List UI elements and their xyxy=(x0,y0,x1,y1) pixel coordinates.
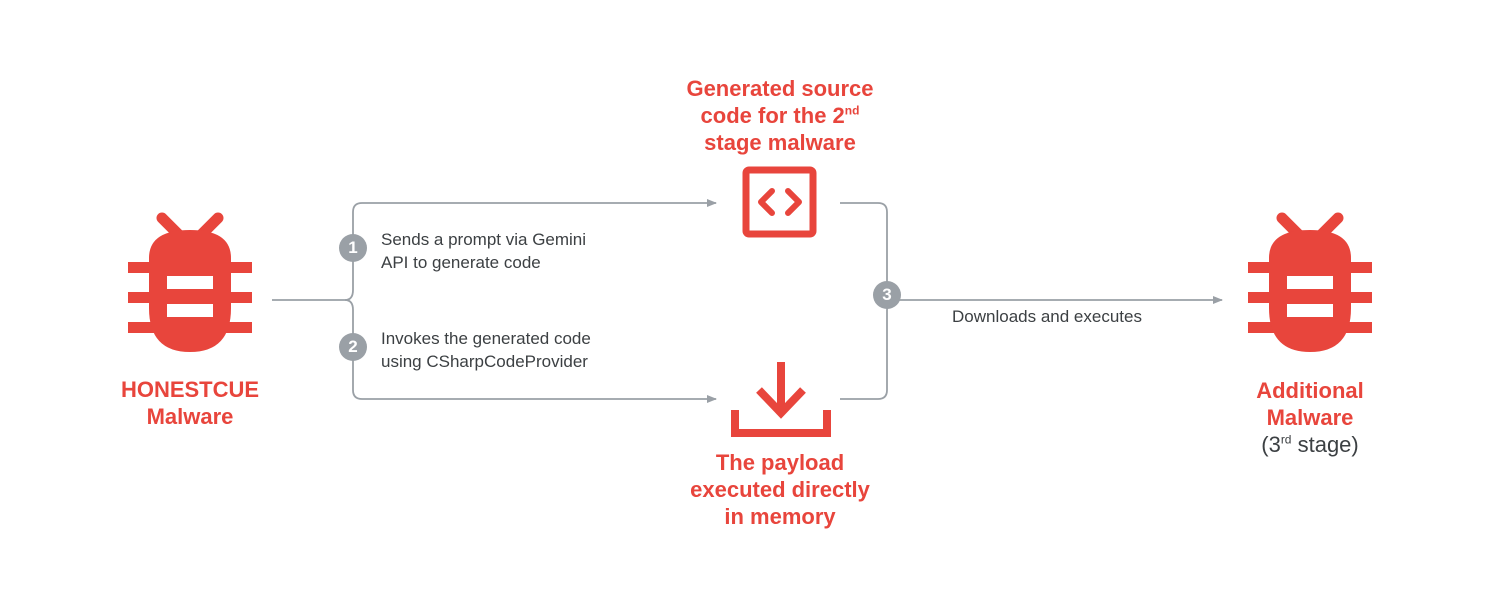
payload-label: The payload executed directly in memory xyxy=(690,450,870,529)
step-badge-2: 2 xyxy=(339,333,367,361)
connector-merge-bottom xyxy=(840,299,898,400)
download-icon xyxy=(731,362,831,437)
honestcue-bug-icon xyxy=(128,218,252,352)
step-badge-1: 1 xyxy=(339,234,367,262)
step-2-text: Invokes the generated code using CSharpC… xyxy=(381,329,591,371)
connector-branch-top xyxy=(344,199,717,301)
step-3-text: Downloads and executes xyxy=(952,307,1142,326)
generated-code-label: Generated source code for the 2nd stage … xyxy=(686,76,874,155)
honestcue-label: HONESTCUE Malware xyxy=(120,377,260,429)
connector-branch-bottom xyxy=(344,299,717,403)
code-brackets-icon xyxy=(742,166,817,238)
additional-malware-label: Additional Malware (3rd stage) xyxy=(1256,378,1364,457)
step-badge-3: 3 xyxy=(873,281,901,309)
step-1-text: Sends a prompt via Gemini API to generat… xyxy=(381,230,587,272)
additional-malware-bug-icon xyxy=(1248,218,1372,352)
